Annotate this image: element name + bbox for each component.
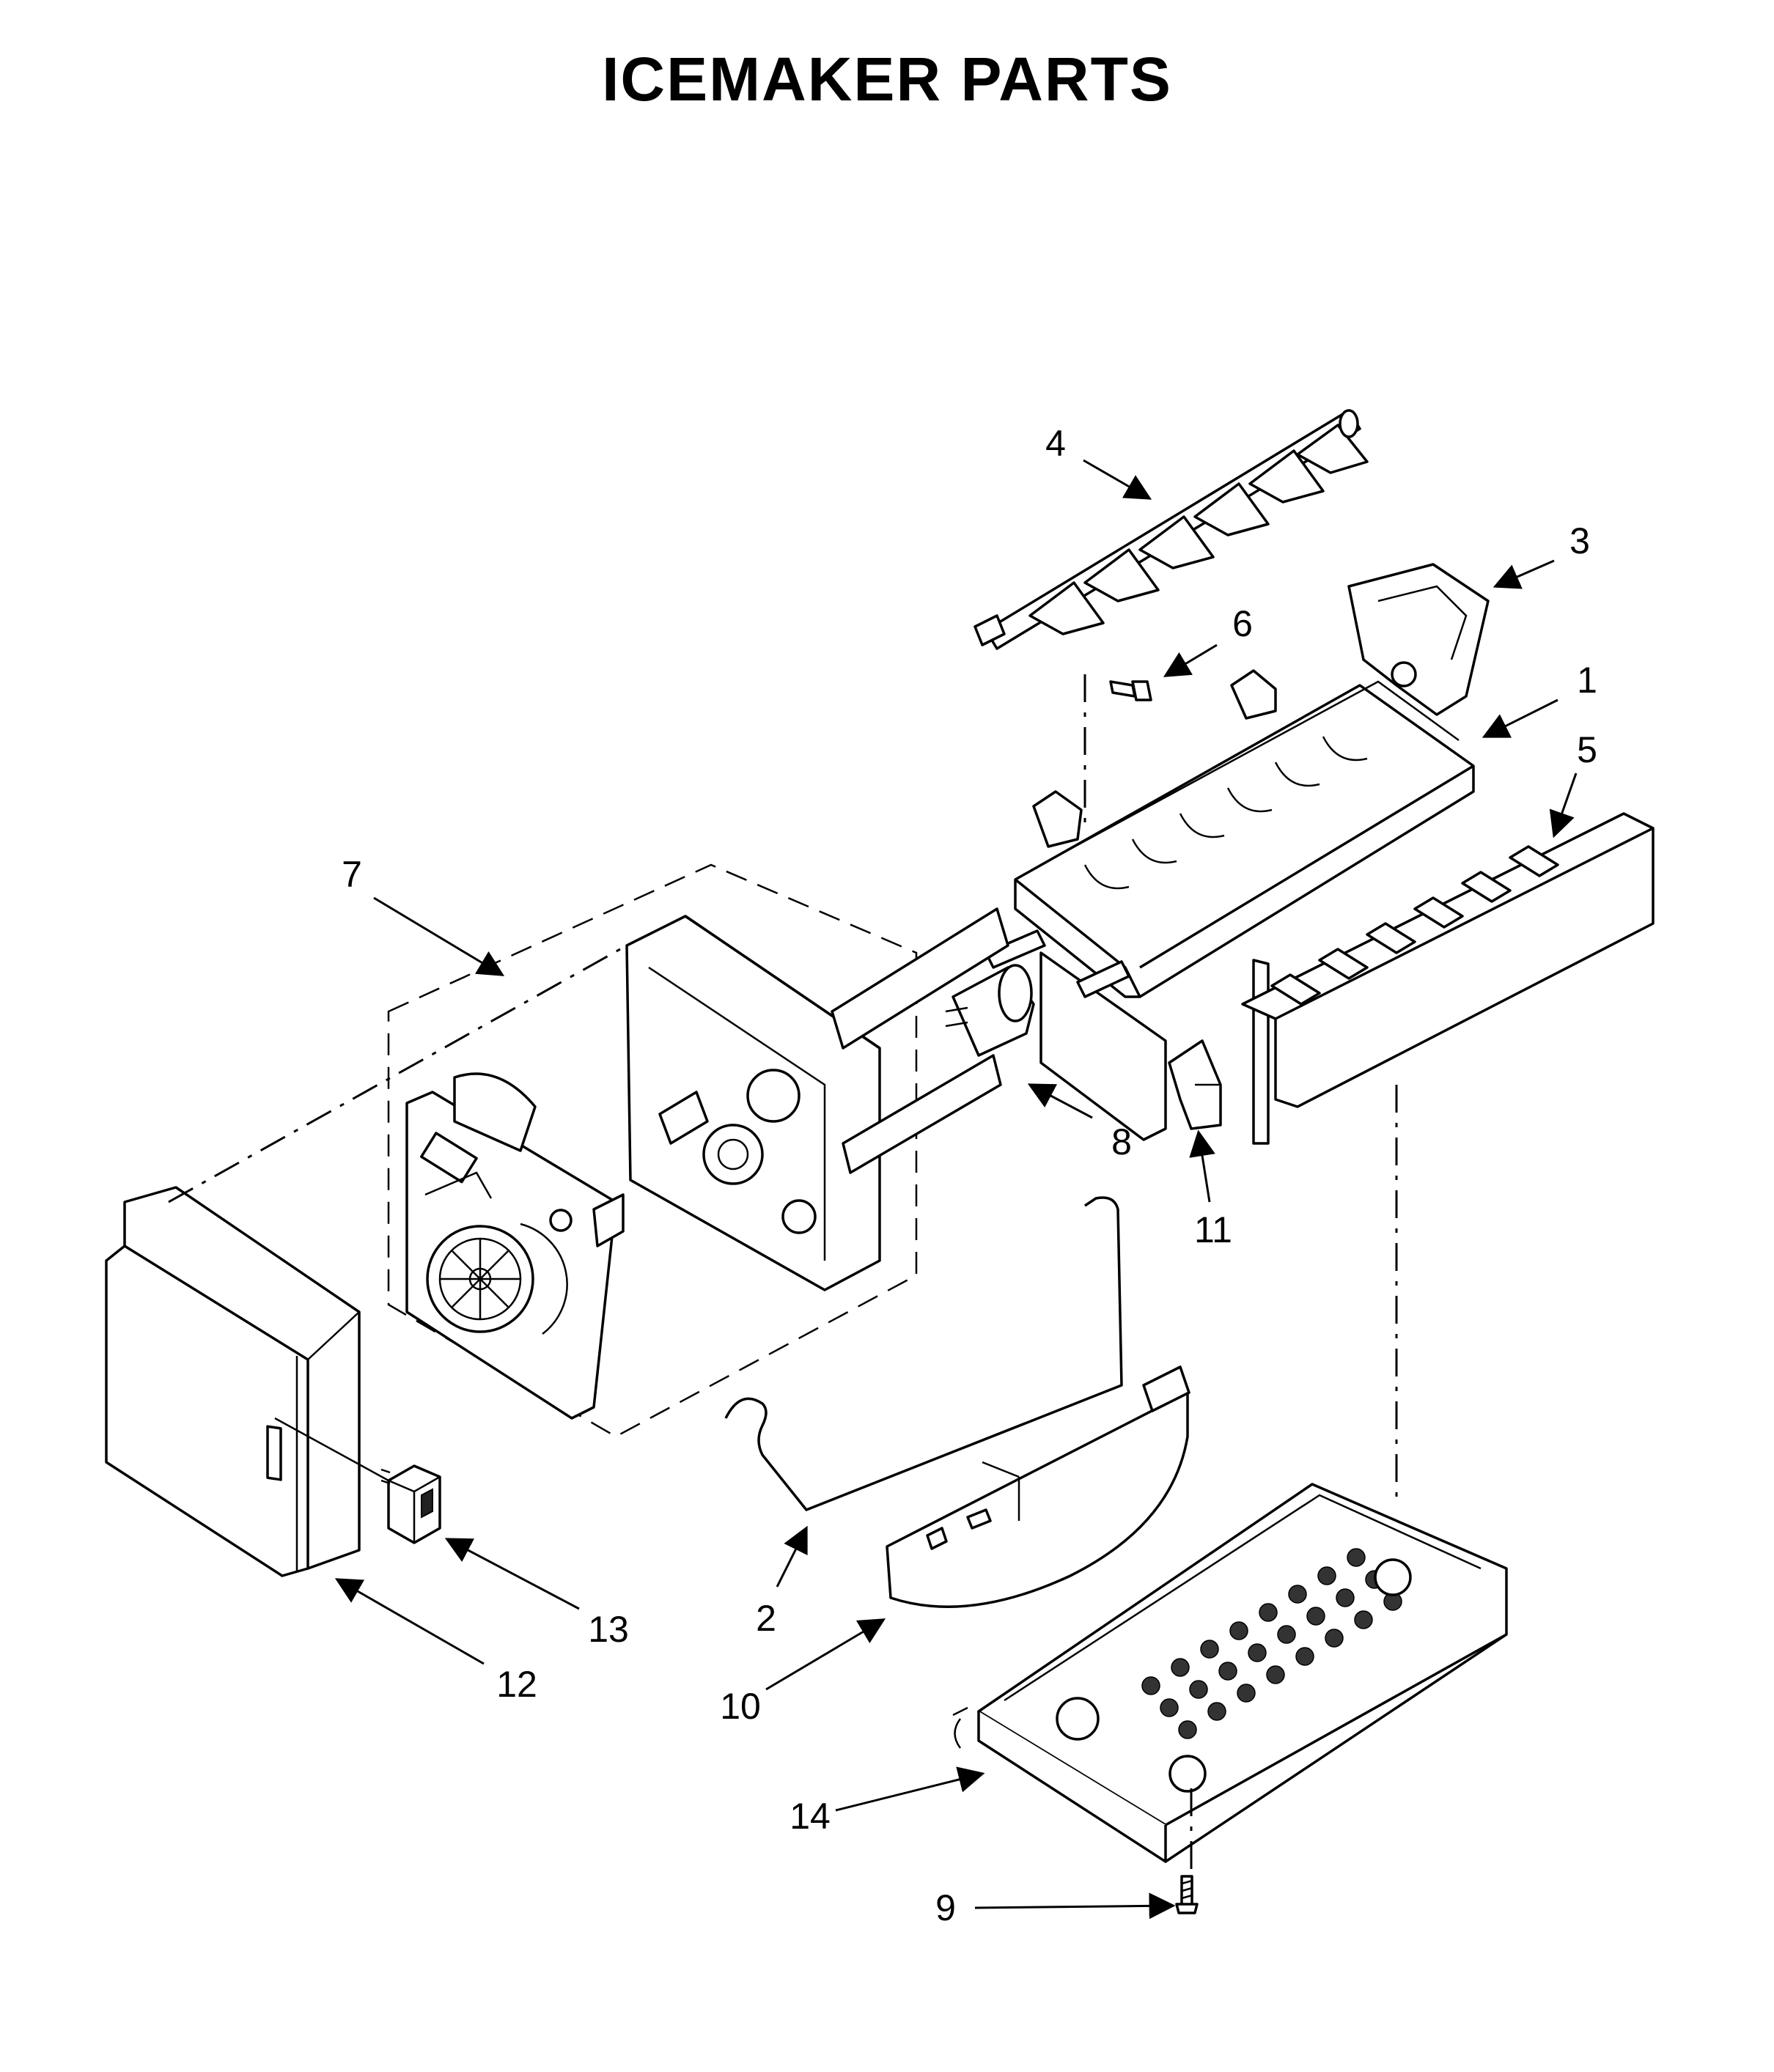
callout-1: 1 [1577,660,1597,701]
callout-12: 12 [496,1664,537,1705]
part-1-mold [1014,669,1475,1145]
part-2-shutoff-arm [724,1196,1123,1511]
part-3-bracket [1347,563,1490,716]
part-4-ejector-rake [974,409,1369,650]
part-5-ice-stripper [1241,812,1655,1108]
callout-5: 5 [1577,729,1597,770]
part-6-screw [1109,680,1152,701]
part-12-module-cover [105,1186,361,1577]
callout-11: 11 [1194,1209,1232,1250]
page-title: ICEMAKER PARTS [602,45,1172,114]
part-8-thermostat [945,929,1130,1057]
part-9-screw [1175,1875,1199,1914]
callout-14: 14 [790,1796,831,1837]
callout-6: 6 [1232,603,1253,644]
part-10-bail-arm [886,1365,1190,1608]
part-11-clip [1168,1039,1222,1130]
callout-9: 9 [935,1887,956,1928]
part-14-tray [952,1483,1508,1863]
part-13-switch [380,1464,441,1544]
callout-10: 10 [720,1686,761,1727]
callout-8: 8 [1111,1121,1132,1162]
part-7-control-module [387,863,1009,1438]
callout-labels: 4 3 6 1 5 7 8 11 2 10 13 12 14 9 [342,423,1597,1928]
callout-13: 13 [588,1609,629,1650]
callout-4: 4 [1045,423,1066,464]
callout-3: 3 [1569,520,1590,561]
callout-2: 2 [756,1598,776,1639]
assembly-lines [168,674,1398,1876]
callout-7: 7 [342,854,362,895]
leader-lines [334,459,1578,1920]
